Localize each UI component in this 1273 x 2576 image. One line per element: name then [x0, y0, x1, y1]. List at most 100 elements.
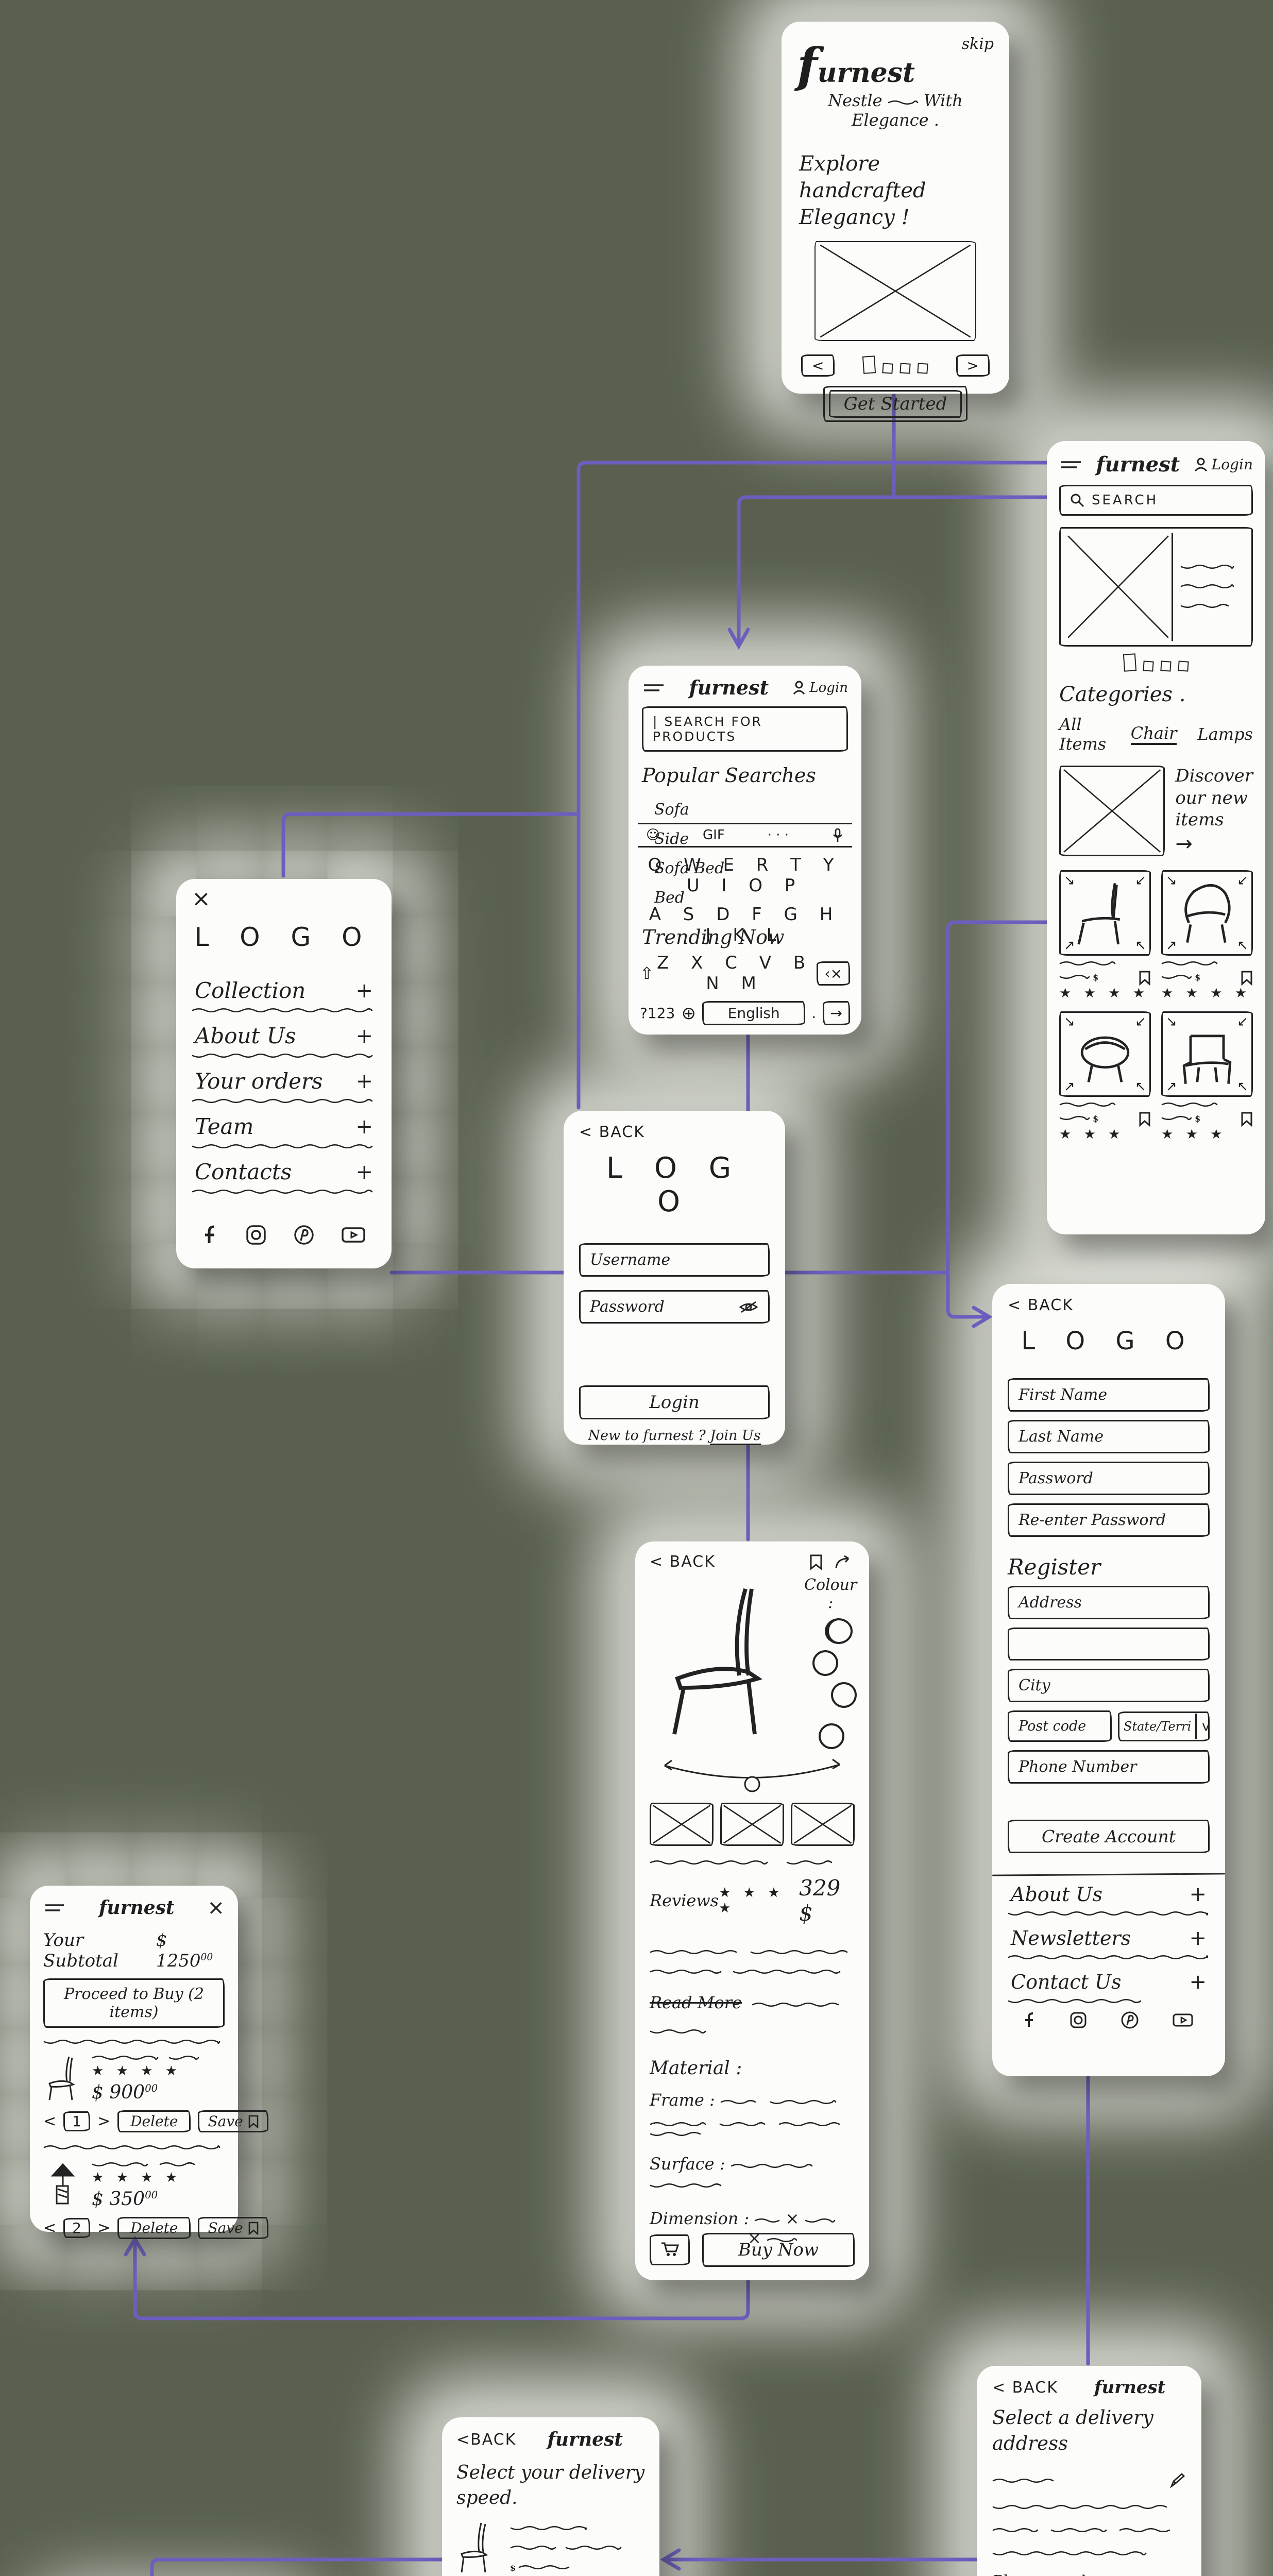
product-card[interactable]: ↘↙↗↖ $ ★ ★ ★ [1161, 1011, 1253, 1142]
eye-slash-icon[interactable] [738, 1300, 759, 1314]
bookmark-icon[interactable] [1139, 970, 1151, 986]
buy-now-button[interactable]: Buy Now [702, 2233, 855, 2267]
hero-banner[interactable] [1059, 527, 1253, 647]
thumbnail-image[interactable] [650, 1803, 714, 1846]
instagram-icon[interactable] [246, 1225, 266, 1245]
discover-arrow-icon[interactable]: → [1175, 832, 1193, 856]
login-button[interactable]: Login [579, 1385, 770, 1419]
back-button[interactable]: <BACK [456, 2430, 517, 2449]
popular-search-item[interactable]: Bed [654, 889, 685, 907]
close-icon[interactable]: × [192, 886, 211, 912]
colour-swatch[interactable] [831, 1682, 857, 1708]
keyboard-row[interactable]: Z X C V B N M [657, 953, 814, 994]
qty-increase[interactable]: > [97, 2112, 111, 2130]
discover-image[interactable] [1059, 765, 1165, 856]
carousel-next-button[interactable]: > [956, 354, 990, 377]
facebook-icon[interactable] [202, 1225, 219, 1245]
address-input[interactable]: Address [1008, 1586, 1210, 1619]
gif-key[interactable]: GIF [703, 827, 725, 843]
pencil-edit-icon[interactable] [1168, 2472, 1186, 2489]
product-card[interactable]: ↘↙↗↖ $ ★ ★ ★ [1059, 1011, 1151, 1142]
phone-input[interactable]: Phone Number [1008, 1750, 1210, 1784]
back-button[interactable]: < BACK [992, 2378, 1058, 2397]
postcode-input[interactable]: Post code [1008, 1710, 1112, 1742]
city-input[interactable]: City [1008, 1669, 1210, 1702]
hamburger-menu-icon[interactable] [1059, 458, 1083, 471]
footer-link-about-us[interactable]: About Us+ [1011, 1883, 1207, 1906]
username-input[interactable]: Username [579, 1243, 770, 1277]
popular-search-item[interactable]: Sofa Bed [654, 859, 725, 877]
carousel-prev-button[interactable]: < [801, 354, 835, 377]
skip-link[interactable]: skip [961, 35, 994, 53]
search-input[interactable]: | SEARCH FOR PRODUCTS [642, 706, 848, 752]
last-name-input[interactable]: Last Name [1008, 1420, 1210, 1453]
shift-key[interactable]: ⇧ [640, 963, 654, 983]
back-button[interactable]: < BACK [1008, 1296, 1074, 1314]
proceed-to-buy-button[interactable]: Proceed to Buy (2 items) [43, 1978, 225, 2028]
bookmark-icon[interactable] [1241, 1111, 1253, 1127]
colour-swatch[interactable] [819, 1723, 844, 1749]
first-name-input[interactable]: First Name [1008, 1378, 1210, 1412]
popular-search-item[interactable]: Sofa [654, 801, 689, 819]
keyboard-row[interactable]: A S D F G H J K L [649, 904, 841, 945]
qty-increase[interactable]: > [97, 2219, 111, 2237]
save-button[interactable]: Save [198, 2110, 268, 2132]
state-select[interactable]: State/Terri v [1118, 1711, 1210, 1741]
back-button[interactable]: < BACK [650, 1553, 716, 1571]
menu-item-collection[interactable]: Collection+ [195, 978, 373, 1003]
footer-link-contact-us[interactable]: Contact Us+ [1011, 1970, 1207, 1994]
password-input[interactable]: Password [579, 1290, 770, 1324]
colour-swatch[interactable] [825, 1618, 853, 1644]
tab-lamps[interactable]: Lamps [1197, 724, 1253, 744]
delete-button[interactable]: Delete [117, 2217, 191, 2239]
close-icon[interactable]: × [207, 1896, 225, 1920]
back-button[interactable]: < BACK [579, 1123, 645, 1141]
read-more-link[interactable]: Read More [650, 1992, 742, 2012]
thumbnail-image[interactable] [791, 1803, 855, 1846]
footer-link-newsletters[interactable]: Newsletters+ [1011, 1926, 1207, 1950]
popular-search-item[interactable]: Side [654, 830, 689, 848]
youtube-icon[interactable] [341, 1226, 366, 1244]
symbols-key[interactable]: ?123 [640, 1005, 675, 1022]
tab-all-items[interactable]: All Items [1059, 715, 1107, 754]
facebook-icon[interactable] [1023, 2012, 1037, 2028]
product-card[interactable]: ↘↙↗↖ $ ★ ★ ★ ★ [1059, 870, 1151, 1001]
add-to-cart-button[interactable] [650, 2234, 690, 2265]
password-input[interactable]: Password [1008, 1462, 1210, 1495]
login-link[interactable]: Login [1193, 456, 1253, 473]
menu-item-about-us[interactable]: About Us+ [195, 1023, 373, 1048]
product-card[interactable]: ↘↙↗↖ $ ★ ★ ★ ★ [1161, 870, 1253, 1001]
emoji-key[interactable]: ☺ [646, 827, 660, 843]
tab-chair[interactable]: Chair [1130, 723, 1177, 745]
banner-dots[interactable] [1059, 653, 1253, 673]
carousel-dots[interactable] [859, 355, 931, 376]
qty-decrease[interactable]: < [43, 2112, 57, 2130]
menu-item-contacts[interactable]: Contacts+ [195, 1159, 373, 1184]
language-key[interactable]: English [702, 1001, 806, 1025]
pinterest-icon[interactable] [293, 1224, 315, 1246]
pinterest-icon[interactable] [1121, 2011, 1139, 2029]
get-started-button[interactable]: Get Started [828, 390, 962, 418]
reenter-password-input[interactable]: Re-enter Password [1008, 1503, 1210, 1537]
period-key[interactable]: . [811, 1005, 817, 1022]
globe-key[interactable]: ⊕ [681, 1003, 697, 1024]
login-link[interactable]: Login [792, 680, 848, 696]
bookmark-icon[interactable] [1139, 1111, 1151, 1127]
menu-item-team[interactable]: Team+ [195, 1114, 373, 1139]
reviews-label[interactable]: Reviews [650, 1891, 719, 1910]
instagram-icon[interactable] [1070, 2012, 1087, 2028]
bookmark-icon[interactable] [809, 1554, 823, 1570]
backspace-key[interactable]: ‹× [817, 961, 850, 986]
keyboard-row[interactable]: Q W E R T Y U I O P [648, 855, 842, 896]
qty-decrease[interactable]: < [43, 2219, 57, 2237]
more-key[interactable]: · · · [767, 827, 789, 843]
mic-icon[interactable] [831, 827, 844, 843]
rotate-360-control[interactable] [650, 1757, 855, 1795]
menu-item-your-orders[interactable]: Your orders+ [195, 1069, 373, 1094]
create-account-button[interactable]: Create Account [1008, 1820, 1210, 1853]
search-input[interactable]: SEARCH [1059, 485, 1253, 516]
hamburger-menu-icon[interactable] [642, 681, 666, 694]
address-line2-input[interactable] [1008, 1628, 1210, 1660]
delete-button[interactable]: Delete [117, 2110, 191, 2132]
enter-key[interactable]: → [822, 1001, 850, 1025]
